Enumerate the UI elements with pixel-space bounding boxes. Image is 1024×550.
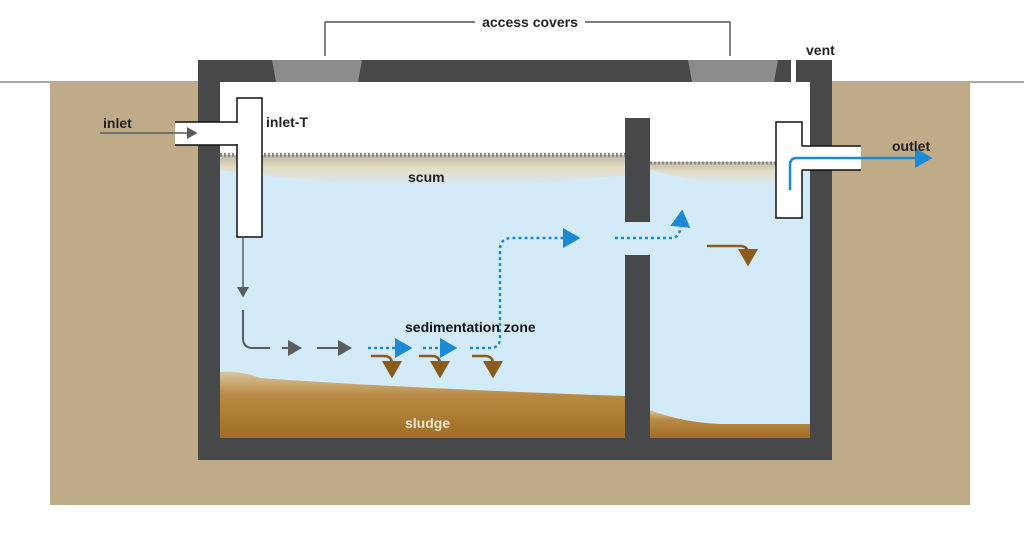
sludge-layer-2	[650, 410, 810, 438]
clarified-flow-3	[470, 228, 581, 350]
label-access-covers: access covers	[482, 14, 578, 30]
label-outlet: outlet	[892, 138, 930, 154]
label-sludge: sludge	[405, 415, 450, 431]
inlet-pipe	[175, 97, 263, 238]
bracket-right	[585, 21, 731, 56]
label-inlet-t: inlet-T	[266, 114, 308, 130]
settling-arrow-3	[472, 354, 503, 379]
access-cover-left	[272, 60, 362, 82]
clarified-flow-4	[615, 209, 691, 240]
baffle-lower	[625, 255, 650, 438]
baffle-upper	[625, 118, 650, 222]
scum-layer	[220, 155, 625, 187]
label-vent: vent	[806, 42, 835, 58]
settling-arrow-1	[371, 354, 402, 379]
sludge-layer	[220, 371, 625, 438]
flow-segment-1	[242, 310, 270, 349]
settling-arrow-2	[419, 354, 450, 379]
bracket-left	[324, 21, 475, 56]
vent-opening	[791, 60, 796, 82]
outlet-flow-arrow	[788, 148, 933, 190]
label-sedimentation-zone: sedimentation zone	[405, 319, 536, 335]
settling-arrow-4	[707, 244, 758, 267]
access-cover-right	[688, 60, 778, 82]
label-inlet: inlet	[103, 115, 132, 131]
scum-layer-2	[650, 162, 776, 186]
label-scum: scum	[408, 169, 445, 185]
